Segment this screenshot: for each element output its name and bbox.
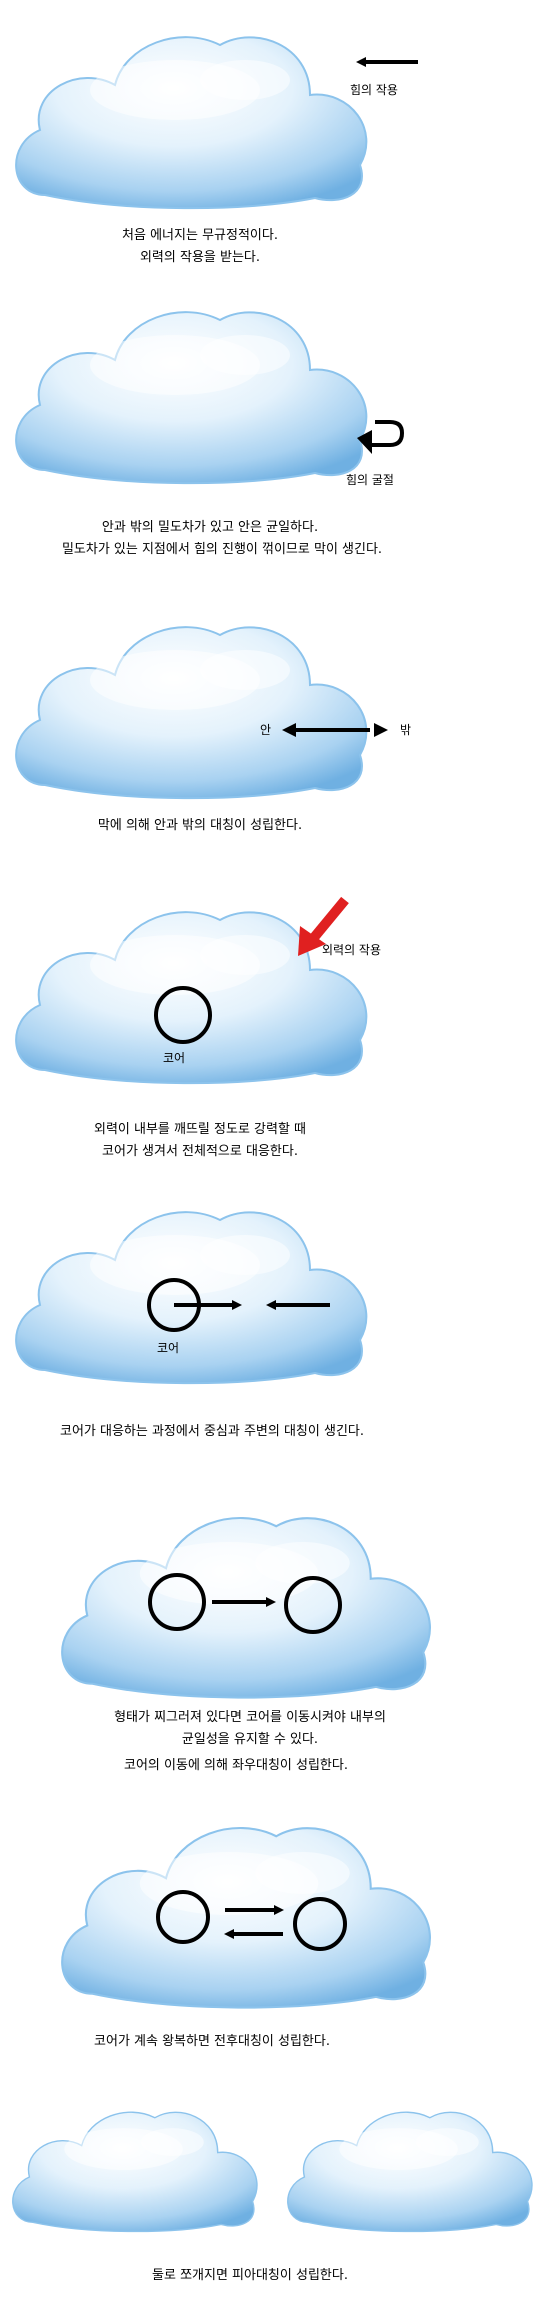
inside-label: 안 [260,723,272,737]
cloud [60,1826,432,2009]
caption-line-1: 안과 밖의 밀도차가 있고 안은 균일하다. [101,520,319,535]
cloud [60,1516,432,1699]
panel-6-graphic [60,1516,432,1699]
panel-3: 안 밖 막에 의해 안과 밖의 대칭이 성립한다. [0,590,552,890]
outside-label: 밖 [400,723,412,737]
panel-8: 둘로 쪼개지면 피아대칭이 성립한다. [0,2090,552,2314]
panel-2-graphic [15,311,405,485]
panel-4: 외력의 작용 코어 외력이 내부를 깨뜨릴 정도로 강력할 때 코어가 생겨서 … [0,890,552,1190]
caption-line-3: 코어의 이동에 의해 좌우대칭이 성립한다. [124,1758,348,1773]
panel-5-graphic [15,1211,368,1385]
cloud [15,311,368,485]
panel-7-graphic [60,1826,432,2009]
panel-3-graphic [15,626,388,800]
panel-1-graphic [15,36,418,210]
caption-line-1: 코어가 계속 왕복하면 전후대칭이 성립한다. [94,2034,330,2049]
caption-line-1: 형태가 찌그러져 있다면 코어를 이동시켜야 내부의 [114,1710,386,1725]
caption-line-2: 균일성을 유지할 수 있다. [181,1732,319,1747]
caption-line-2: 밀도차가 있는 지점에서 힘의 진행이 꺾이므로 막이 생긴다. [61,542,383,557]
caption-line-1: 처음 에너지는 무규정적이다. [122,228,278,243]
external-force-arrowhead [298,926,326,956]
caption-line-1: 막에 의해 안과 밖의 대칭이 성립한다. [97,818,303,833]
caption-line-1: 코어가 대응하는 과정에서 중심과 주변의 대칭이 생긴다. [59,1424,365,1439]
panel-4-graphic [15,896,368,1085]
panel-5: 코어 코어가 대응하는 과정에서 중심과 주변의 대칭이 생긴다. [0,1190,552,1490]
core-circle-right [293,1897,347,1951]
cloud-right [287,2111,533,2233]
core-label: 코어 [163,1051,186,1065]
core-circle-left [148,1573,206,1631]
double-arrow-left-head [282,723,296,737]
cloud [15,1211,368,1385]
panel-2: 힘의 굴절 안과 밖의 밀도차가 있고 안은 균일하다. 밀도차가 있는 지점에… [0,290,552,590]
core-circle [154,986,212,1044]
core-circle-right [284,1576,342,1634]
panel-6: 형태가 찌그러져 있다면 코어를 이동시켜야 내부의 균일성을 유지할 수 있다… [0,1490,552,1810]
caption-line-2: 코어가 생겨서 전체적으로 대응한다. [102,1144,298,1159]
core-label: 코어 [157,1341,180,1355]
caption-line-1: 둘로 쪼개지면 피아대칭이 성립한다. [152,2268,348,2283]
double-arrow-right-head [374,723,388,737]
force-label: 외력의 작용 [322,943,382,957]
cloud [15,36,368,210]
core-circle-left [156,1890,210,1944]
cloud [15,626,368,800]
refraction-arrow [370,420,405,447]
external-force-arrow [308,896,349,944]
panel-1: 힘의 작용 처음 에너지는 무규정적이다. 외력의 작용을 받는다. [0,0,552,290]
refraction-arrowhead [357,430,372,454]
cloud-left [12,2111,258,2233]
arrow-label: 힘의 굴절 [346,473,394,487]
panel-7: 코어가 계속 왕복하면 전후대칭이 성립한다. [0,1810,552,2090]
caption-line-1: 외력이 내부를 깨뜨릴 정도로 강력할 때 [93,1122,307,1137]
arrow-label: 힘의 작용 [350,83,398,97]
caption-line-2: 외력의 작용을 받는다. [139,250,261,265]
